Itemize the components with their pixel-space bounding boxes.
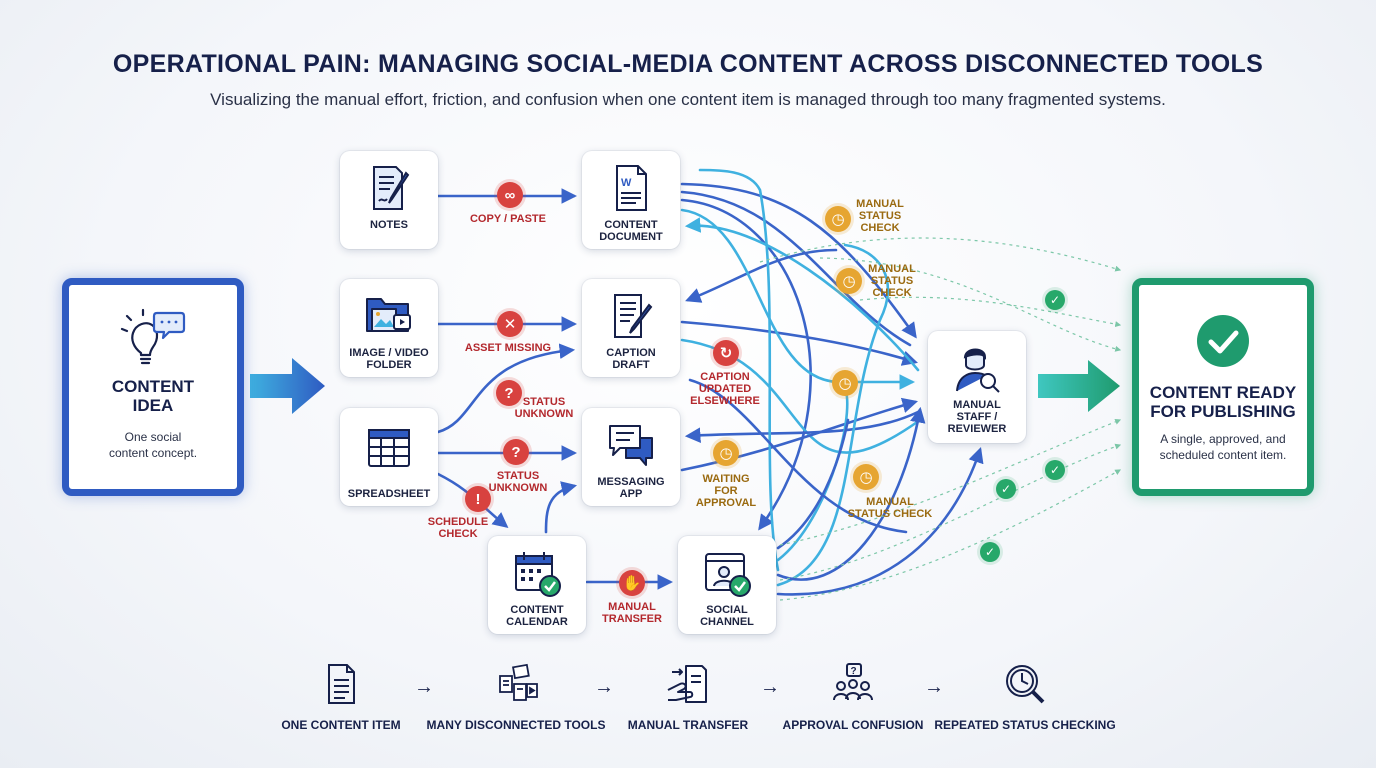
people-question-icon: ? — [833, 663, 873, 701]
check-icon: ✓ — [1045, 290, 1065, 310]
image-folder-label: IMAGE / VIDEO FOLDER — [349, 347, 429, 371]
legend-one-content-item: ONE CONTENT ITEM — [281, 662, 401, 732]
lightbulb-chat-icon — [120, 308, 186, 365]
document-icon — [328, 664, 355, 704]
clock-magnifier-icon — [1006, 665, 1045, 704]
content-ready-title: CONTENT READY FOR PUBLISHING — [1149, 383, 1297, 421]
word-document-icon: W — [616, 165, 647, 211]
hand-document-icon — [667, 665, 707, 703]
annotation-waiting-approval: WAITING FOR APPROVAL — [695, 473, 757, 509]
annotation-copy-paste: COPY / PASTE — [469, 213, 546, 225]
legend-label: MANY DISCONNECTED TOOLS — [426, 718, 606, 732]
check-circle-icon — [1197, 315, 1249, 367]
legend-approval-confusion: ? APPROVAL CONFUSION — [783, 662, 923, 732]
legend-arrow: → — [924, 676, 944, 698]
calendar-check-icon — [515, 552, 561, 597]
tool-social-channel: SOCIAL CHANNEL — [678, 536, 776, 634]
notes-icon — [373, 166, 410, 210]
scattered-files-icon — [499, 663, 538, 701]
content-document-label: CONTENT DOCUMENT — [599, 219, 663, 243]
clock-icon: ◷ — [825, 206, 851, 232]
clock-icon: ◷ — [836, 268, 862, 294]
content-ready-card: CONTENT READY FOR PUBLISHING A single, a… — [1132, 278, 1314, 496]
legend-label: ONE CONTENT ITEM — [281, 718, 401, 732]
annotation-caption-updated: CAPTION UPDATED ELSEWHERE — [690, 371, 760, 407]
social-channel-label: SOCIAL CHANNEL — [700, 604, 754, 628]
tool-caption-draft: CAPTION DRAFT — [582, 279, 680, 377]
tool-spreadsheet: SPREADSHEET — [340, 408, 438, 506]
legend-manual-transfer: MANUAL TRANSFER — [628, 662, 748, 732]
warning-icon: ! — [465, 486, 491, 512]
tool-messaging-app: MESSAGING APP — [582, 408, 680, 506]
content-idea-description: One social content concept. — [108, 430, 198, 460]
annotation-asset-missing: ASSET MISSING — [464, 342, 552, 354]
tool-content-document: W CONTENT DOCUMENT — [582, 151, 680, 249]
annotation-manual-transfer: MANUAL TRANSFER — [602, 601, 662, 625]
reviewer-label: MANUAL STAFF / REVIEWER — [947, 399, 1007, 435]
check-icon: ✓ — [1045, 460, 1065, 480]
spreadsheet-label: SPREADSHEET — [347, 488, 431, 500]
tool-content-calendar: CONTENT CALENDAR — [488, 536, 586, 634]
legend-arrow: → — [760, 676, 780, 698]
clock-icon: ◷ — [853, 464, 879, 490]
svg-text:?: ? — [851, 666, 857, 677]
stop-hand-icon: ✋ — [619, 570, 645, 596]
tool-image-folder: IMAGE / VIDEO FOLDER — [340, 279, 438, 377]
page-title: OPERATIONAL PAIN: MANAGING SOCIAL-MEDIA … — [112, 50, 1264, 78]
annotation-schedule-check: SCHEDULE CHECK — [427, 516, 489, 540]
notes-label: NOTES — [370, 219, 408, 231]
browser-profile-icon — [705, 553, 751, 597]
content-idea-title: CONTENT IDEA — [111, 377, 195, 415]
error-cross-icon: ✕ — [497, 311, 523, 337]
annotation-manual-status-check-1: MANUAL STATUS CHECK — [856, 198, 904, 234]
chat-bubbles-icon — [609, 425, 653, 466]
legend-label: APPROVAL CONFUSION — [782, 718, 924, 732]
caption-draft-icon — [614, 294, 653, 338]
annotation-manual-status-check-2: MANUAL STATUS CHECK — [868, 263, 916, 299]
legend-label: REPEATED STATUS CHECKING — [934, 718, 1116, 732]
annotation-status-unknown-2: STATUS UNKNOWN — [488, 470, 548, 494]
question-icon: ? — [496, 380, 522, 406]
tool-notes: NOTES — [340, 151, 438, 249]
spreadsheet-icon — [368, 429, 410, 467]
legend-arrow: → — [414, 676, 434, 698]
content-calendar-label: CONTENT CALENDAR — [506, 604, 568, 628]
reviewer-magnifier-icon — [956, 348, 1000, 393]
refresh-icon: ↻ — [713, 340, 739, 366]
check-icon: ✓ — [996, 479, 1016, 499]
tool-reviewer: MANUAL STAFF / REVIEWER — [928, 331, 1026, 443]
legend-label: MANUAL TRANSFER — [627, 718, 749, 732]
media-folder-icon — [366, 298, 411, 332]
legend-arrow: → — [594, 676, 614, 698]
broken-link-icon: ∞ — [497, 182, 523, 208]
content-ready-description: A single, approved, and scheduled conten… — [1159, 432, 1287, 462]
caption-draft-label: CAPTION DRAFT — [606, 347, 656, 371]
page-subtitle: Visualizing the manual effort, friction,… — [210, 90, 1166, 109]
annotation-status-unknown-1: STATUS UNKNOWN — [514, 396, 574, 420]
check-icon: ✓ — [980, 542, 1000, 562]
svg-text:W: W — [621, 177, 632, 189]
clock-icon: ◷ — [832, 370, 858, 396]
legend-many-tools: MANY DISCONNECTED TOOLS — [427, 662, 605, 732]
messaging-app-label: MESSAGING APP — [597, 476, 665, 500]
content-idea-card: CONTENT IDEA One social content concept. — [62, 278, 244, 496]
annotation-manual-status-check-3: MANUAL STATUS CHECK — [847, 496, 933, 520]
question-icon: ? — [503, 439, 529, 465]
clock-icon: ◷ — [713, 440, 739, 466]
legend-repeated-status-checking: REPEATED STATUS CHECKING — [934, 662, 1116, 732]
